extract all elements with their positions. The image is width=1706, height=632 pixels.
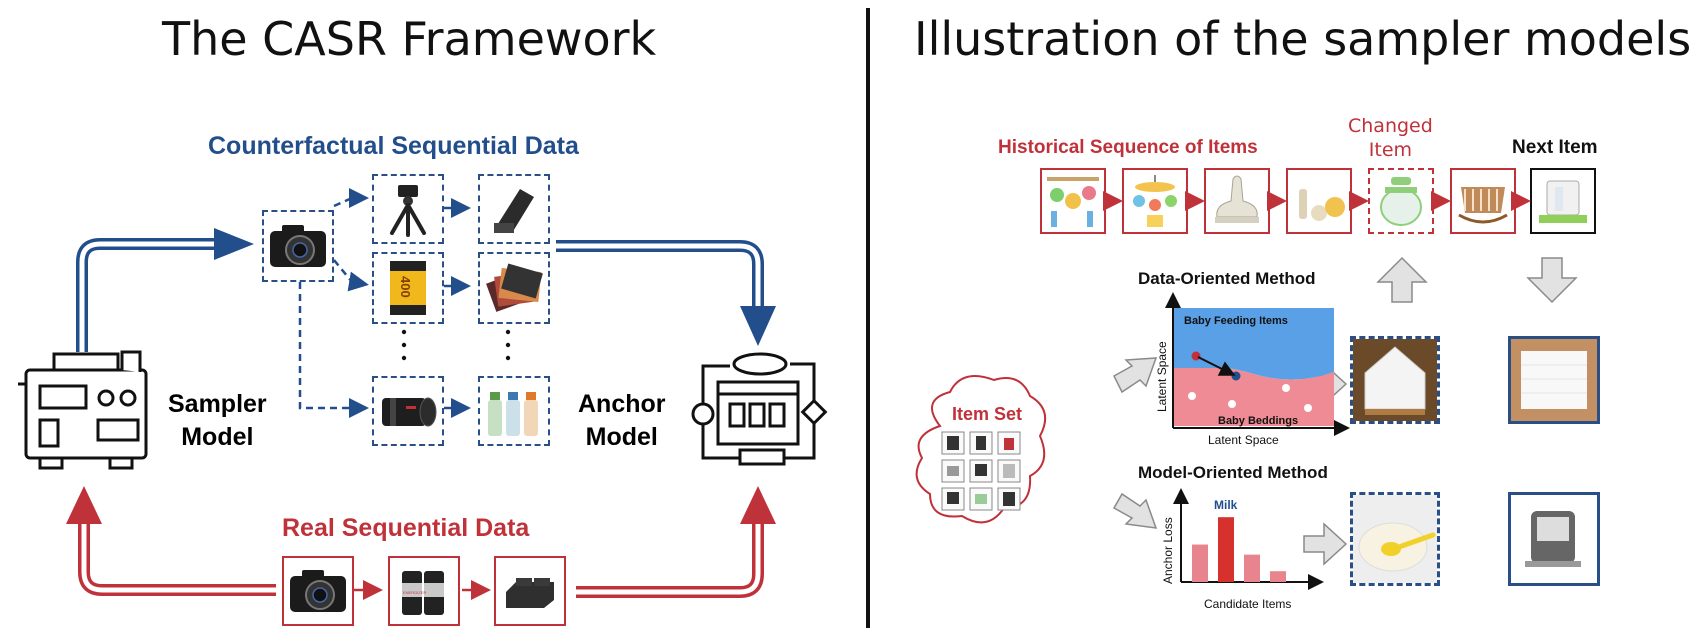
crib-mobile-icon [1133, 175, 1177, 227]
bar-3 [1270, 571, 1286, 582]
model-oriented-result-box [1350, 492, 1440, 586]
sequence-item-2 [1122, 168, 1188, 234]
anchor-label-line2: Model [585, 423, 658, 451]
historical-sequence-label: Historical Sequence of Items [998, 137, 1258, 158]
red-flow-arrow-right [576, 486, 776, 598]
next-mattress-box [1508, 336, 1600, 424]
data-oriented-result-box [1350, 336, 1440, 424]
changed-item-label: Changed Item [1348, 114, 1433, 162]
next-item-box [1530, 168, 1596, 234]
bar-label-1: Milk [1214, 498, 1238, 512]
bracket-icon [494, 189, 534, 233]
counterfactual-label: Counterfactual Sequential Data [208, 132, 579, 160]
data-oriented-label: Data-Oriented Method [1138, 269, 1316, 288]
tripod-icon [390, 185, 426, 237]
sequence-item-1 [1040, 168, 1106, 234]
feeding-bottle-icon [1380, 177, 1422, 226]
charger-box [494, 556, 566, 626]
blue-flow-arrow-right [556, 240, 776, 346]
sampler-machine-icon [18, 350, 148, 470]
anchor-model-icon [691, 352, 828, 466]
sequence-item-3 [1204, 168, 1270, 234]
real-data-label: Real Sequential Data [282, 514, 530, 542]
changed-label-line1: Changed [1348, 115, 1433, 137]
photos-box [478, 252, 550, 324]
sampler-label-line2: Model [181, 423, 254, 451]
battery-text: ENERGIZER [403, 590, 426, 595]
right-diagram-svg: Item Set Data-Oriented Method Baby Feedi… [915, 191, 1578, 611]
anchor-loss-bar-chart: Anchor Loss Candidate Items Milk [1161, 488, 1324, 611]
up-arrow [1376, 256, 1428, 303]
latent-space-plot: Baby Feeding Items Baby Beddings Latent … [1155, 292, 1350, 447]
down-arrow [1526, 257, 1578, 304]
sampler-model-label: Sampler Model [168, 388, 267, 454]
sequence-item-6 [1450, 168, 1516, 234]
film-text: 400 [398, 276, 413, 298]
camera-icon [270, 225, 326, 267]
real-camera-box [282, 556, 354, 626]
charger-icon [506, 578, 554, 608]
right-title: Illustration of the sampler models [914, 12, 1692, 66]
model-oriented-label: Model-Oriented Method [1138, 463, 1328, 482]
anchor-label-line1: Anchor [578, 390, 666, 418]
left-diagram-svg [18, 188, 828, 600]
bottle-dryer-icon [1539, 180, 1587, 223]
bar-0 [1192, 544, 1208, 582]
battery-box: ENERGIZER [388, 556, 460, 626]
tripod-box [372, 174, 444, 244]
bar-ylabel: Anchor Loss [1161, 517, 1175, 584]
camera-icon [290, 570, 346, 612]
changed-label-line2: Item [1368, 139, 1413, 161]
nipple-icon [1215, 175, 1259, 223]
bar-1 [1218, 517, 1234, 582]
panel-divider [866, 8, 870, 628]
spray-bottles-icon [488, 392, 538, 436]
sequence-item-4 [1286, 168, 1352, 234]
bar-xlabel: Candidate Items [1204, 597, 1291, 611]
region-bottom-label: Baby Beddings [1218, 415, 1298, 427]
crib-tent-icon [1353, 339, 1437, 421]
cleaning-spray-box [478, 376, 550, 446]
pacifier-set-icon [1299, 189, 1345, 221]
camera-box [262, 210, 334, 282]
sampler-label-line1: Sampler [168, 390, 267, 418]
latent-xlabel: Latent Space [1208, 433, 1279, 447]
region-top-label: Baby Feeding Items [1184, 315, 1288, 327]
bottle-maker-icon [1525, 511, 1581, 567]
film-box: 400 [372, 252, 444, 324]
red-flow-arrow-left [66, 486, 276, 596]
blue-flow-arrow-left [76, 228, 254, 352]
lens-box [372, 376, 444, 446]
anchor-model-label: Anchor Model [578, 388, 666, 454]
battery-icon: ENERGIZER [402, 571, 444, 615]
item-set-label: Item Set [952, 404, 1022, 424]
next-item-label: Next Item [1512, 137, 1598, 158]
lens-icon [382, 397, 437, 427]
film-roll-icon: 400 [390, 261, 426, 315]
latent-ylabel: Latent Space [1155, 341, 1169, 412]
left-title: The CASR Framework [162, 12, 657, 66]
formula-scoop-icon [1353, 495, 1437, 583]
photo-stack-icon [486, 263, 543, 312]
baby-mobile-icon [1047, 177, 1099, 227]
cradle-icon [1458, 187, 1508, 224]
next-appliance-box [1508, 492, 1600, 586]
bracket-box [478, 174, 550, 244]
mattress-icon [1511, 339, 1597, 421]
bar-2 [1244, 554, 1260, 582]
